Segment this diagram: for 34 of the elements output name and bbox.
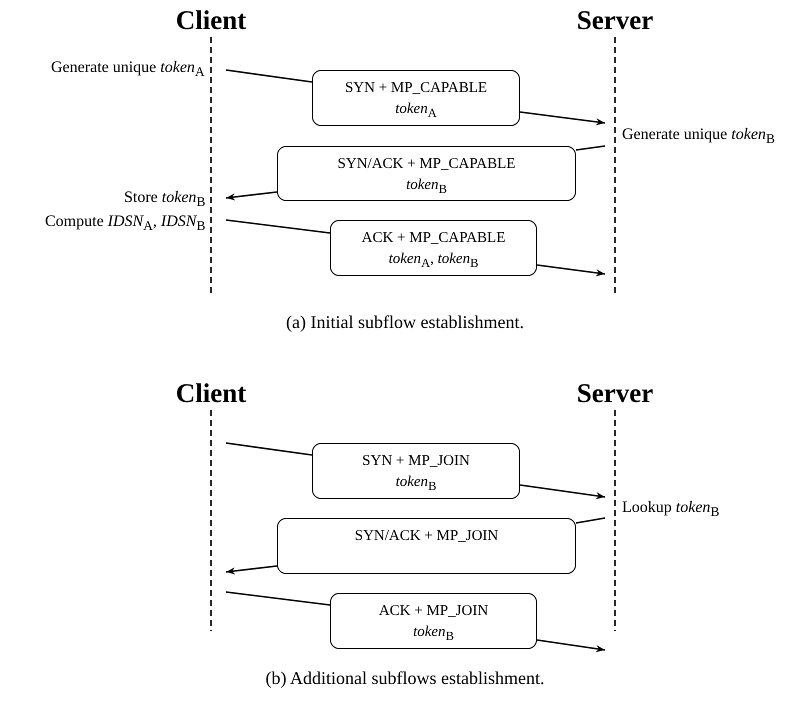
message-box [330,220,537,276]
participant-label: Server [576,378,654,408]
message-label: token$_{B}$ [413,623,454,645]
annotation-text: Lookup token$_{B}$ [622,498,720,522]
annotation-text: Generate unique token$_{B}$ [622,125,775,148]
figure-caption: (b) Additional subflows establishment. [266,668,544,688]
annotation-text: Generate unique token$_{A}$ [51,58,205,82]
message-label: SYN + MP_JOIN [362,452,470,471]
arrow [536,639,606,652]
participant-label: Server [576,5,654,35]
message-label: token$_{B}$ [406,176,447,198]
message-box [312,70,520,126]
annotation-text: Compute IDSN$_{A}$, IDSN$_{B}$ [45,212,206,236]
message-label: token$_{A}$, token$_{B}$ [388,250,478,272]
arrow [520,484,606,500]
message-box [312,443,520,499]
participant-label: Client [174,378,248,408]
arrow [520,111,606,126]
message-box [330,593,537,649]
message-label: ACK + MP_CAPABLE [362,229,506,248]
message-label: token$_{B}$ [396,473,436,495]
annotation-text: Store token$_{B}$ [124,188,206,212]
message-box [277,518,576,574]
message-box [277,146,576,201]
message-label: SYN + MP_CAPABLE [344,79,488,98]
message-label: SYN/ACK + MP_CAPABLE [338,155,516,174]
message-label: token$_{A}$ [395,100,437,122]
arrow [226,191,278,201]
arrow [536,264,606,276]
participant-label: Client [174,5,248,35]
arrow [226,565,278,575]
figure-caption: (a) Initial subflow establishment. [286,312,524,332]
message-label: SYN/ACK + MP_JOIN [354,527,498,546]
message-label: ACK + MP_JOIN [378,602,488,621]
